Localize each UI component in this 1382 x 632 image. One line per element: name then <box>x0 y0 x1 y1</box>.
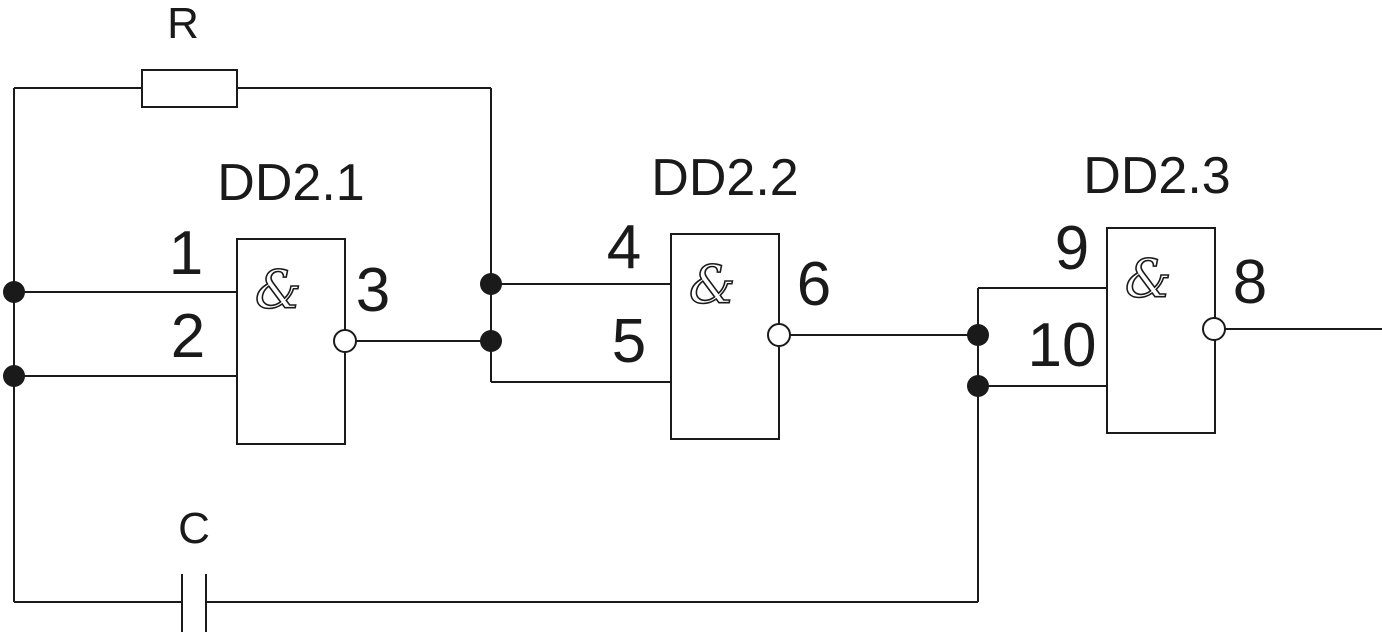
pin-label-in-b: 5 <box>612 307 646 376</box>
gate-and-symbol: & <box>1125 250 1171 310</box>
pin-label-in-a: 4 <box>607 213 641 282</box>
resistor: R <box>141 0 238 108</box>
junction-dot <box>480 330 502 352</box>
pin-label-in-b: 10 <box>1028 311 1097 380</box>
pin-label-out: 3 <box>356 256 390 325</box>
gate-name: DD2.3 <box>1083 147 1230 205</box>
junction-dot <box>967 324 989 346</box>
gate-and-symbol: & <box>689 256 735 316</box>
gate-and-symbol: & <box>255 261 301 321</box>
inverter-bubble <box>1202 317 1226 341</box>
gate-dd2-2: & DD2.2 4 5 6 <box>607 149 831 440</box>
pin-label-in-a: 1 <box>169 219 203 288</box>
gate-dd2-1: & DD2.1 1 2 3 <box>169 154 390 445</box>
capacitor-label: C <box>178 504 210 553</box>
gate-body <box>1106 227 1216 434</box>
inverter-bubble <box>333 329 357 353</box>
junction-dot <box>967 375 989 397</box>
gate-dd2-3: & DD2.3 9 10 8 <box>1028 147 1267 434</box>
junctions <box>3 273 989 397</box>
junction-dot <box>480 273 502 295</box>
pin-label-in-a: 9 <box>1055 214 1089 283</box>
inverter-bubble <box>767 323 791 347</box>
resistor-body <box>141 69 238 108</box>
gate-body <box>236 238 346 445</box>
pin-label-out: 6 <box>797 250 831 319</box>
junction-dot <box>3 365 25 387</box>
junction-dot <box>3 281 25 303</box>
pin-label-out: 8 <box>1233 248 1267 317</box>
gate-body <box>670 233 780 440</box>
resistor-label: R <box>167 0 199 48</box>
capacitor: C <box>178 504 210 632</box>
pin-label-in-b: 2 <box>171 302 205 371</box>
gate-name: DD2.2 <box>651 149 798 207</box>
gate-name: DD2.1 <box>217 154 364 212</box>
